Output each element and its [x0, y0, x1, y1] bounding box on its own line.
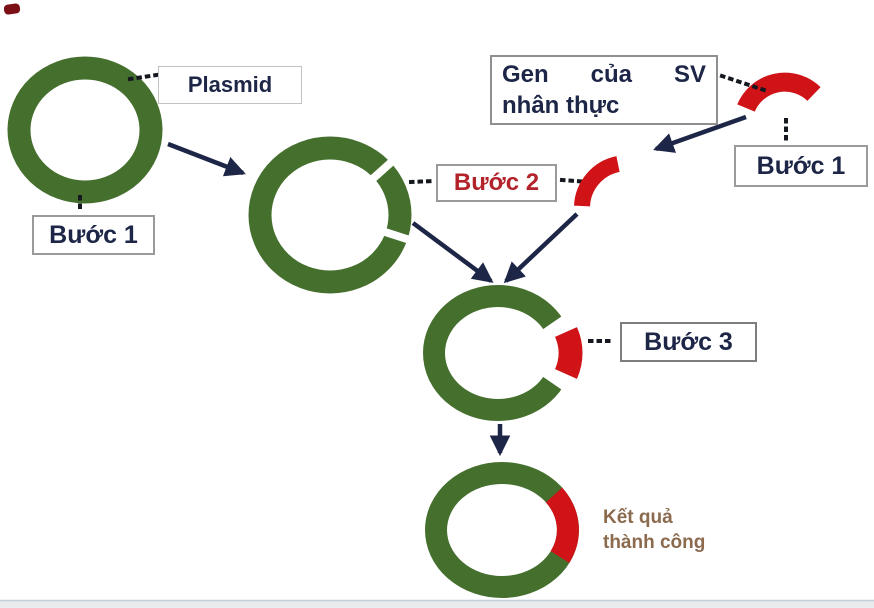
plasmid-cut-gap-bottom	[380, 227, 415, 245]
gene-fragment-cut	[574, 156, 621, 207]
corner-mark	[3, 3, 21, 15]
plasmid-label-text: Plasmid	[187, 72, 273, 97]
gene-source-line1: Gen của SV	[502, 59, 706, 90]
recombinant-ring	[423, 285, 573, 421]
plasmid-cut-gap-top	[365, 154, 400, 186]
gene-word-2: của	[590, 61, 633, 88]
step1-right-text: Bước 1	[756, 151, 846, 180]
gene-insert-segment	[554, 327, 583, 379]
cut-plasmid-ring	[248, 136, 412, 294]
result-ring	[425, 462, 579, 598]
gene-box-connector-dotted	[719, 73, 767, 93]
plasmid-label: Plasmid	[158, 66, 302, 104]
step2-text: Bước 2	[453, 169, 540, 196]
gene-source-label: Gen của SV nhân thực	[490, 55, 718, 125]
step1-right-label: Bước 1	[734, 145, 868, 187]
plasmid-ring	[7, 56, 163, 204]
arrow-fragment-to-recombinant	[503, 212, 579, 284]
arrow-plasmid-to-cut	[167, 141, 246, 177]
bottom-bar	[0, 601, 874, 608]
gene-fragment-source	[737, 72, 821, 113]
result-line2: thành công	[603, 532, 706, 553]
step3-text: Bước 3	[644, 327, 733, 356]
step1-left-label: Bước 1	[32, 215, 155, 255]
result-gene-segment	[545, 487, 579, 563]
arrow-cutplasmid-to-recombinant	[411, 221, 494, 283]
step3-label: Bước 3	[620, 322, 757, 362]
step2-label: Bước 2	[436, 164, 557, 202]
step2-left-connector-dotted	[408, 178, 436, 185]
gene-source-line2: nhân thực	[502, 92, 620, 119]
arrow-source-to-cut-fragment	[653, 114, 747, 153]
result-line1: Kết quả	[603, 507, 673, 528]
gene-word-1: Gen	[502, 61, 549, 88]
result-label: Kết quả thành công	[603, 505, 705, 555]
step1-left-text: Bước 1	[49, 220, 138, 249]
gene-word-3: SV	[673, 61, 706, 88]
